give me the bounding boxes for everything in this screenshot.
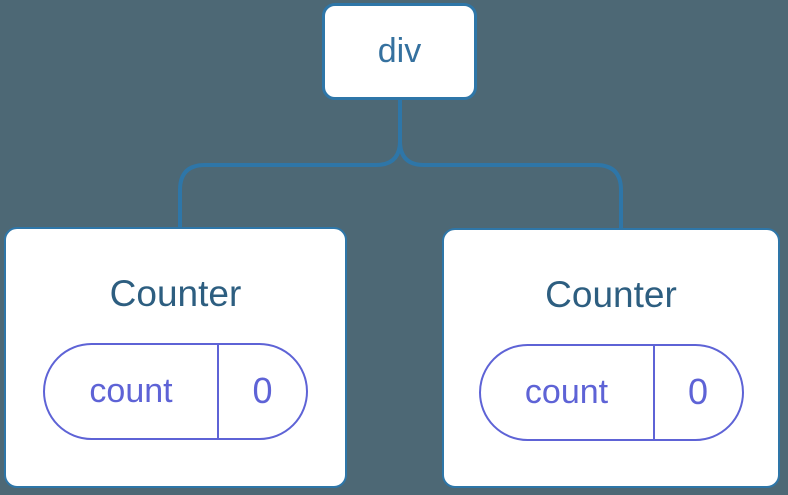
counter-card-right: Counter count 0 (442, 228, 780, 488)
connector-left-branch (178, 98, 402, 230)
root-node: div (322, 3, 477, 100)
component-title: Counter (545, 274, 677, 315)
connector-right-branch (398, 98, 623, 230)
state-value: 0 (252, 370, 273, 412)
state-pill: count 0 (478, 343, 744, 441)
state-pill: count 0 (43, 342, 308, 440)
state-key: count (45, 344, 219, 438)
state-key: count (481, 345, 655, 439)
counter-card-left: Counter count 0 (4, 227, 347, 488)
root-node-label: div (377, 32, 422, 70)
component-title: Counter (109, 273, 242, 314)
state-value: 0 (687, 371, 709, 413)
